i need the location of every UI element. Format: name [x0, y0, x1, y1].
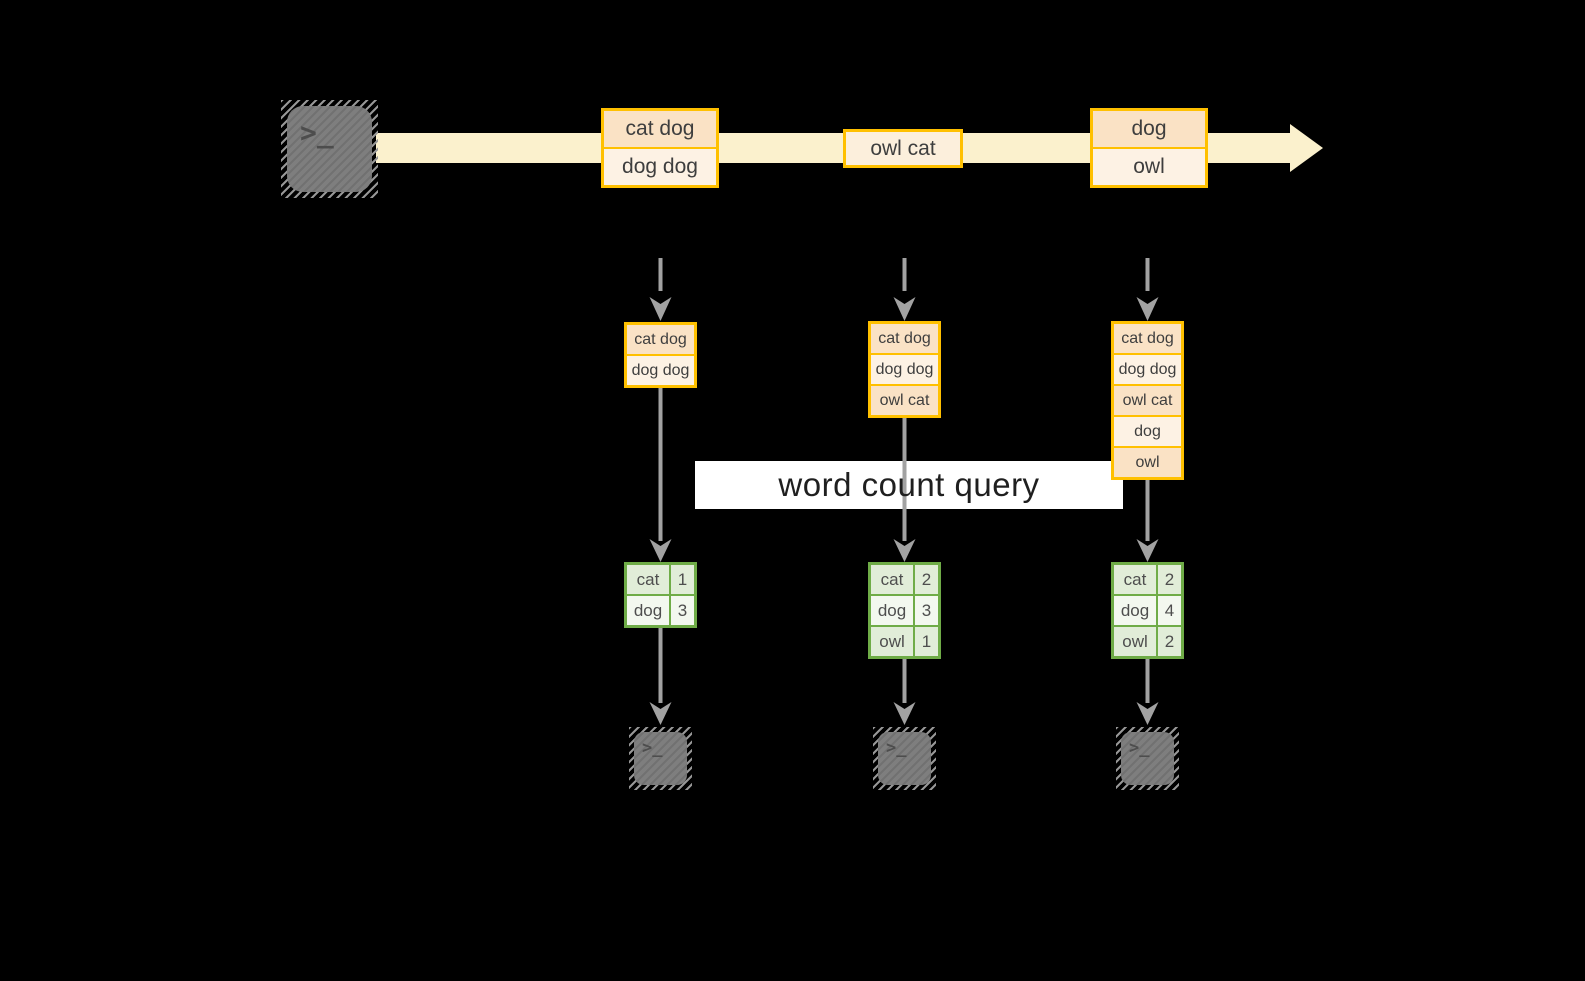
count-word: dog	[1114, 596, 1158, 625]
trigger-arrow-3	[1136, 258, 1159, 321]
state-box-1: cat dog dog dog	[624, 322, 697, 388]
count-word: dog	[871, 596, 915, 625]
stream-batch-3: dog owl	[1090, 108, 1208, 188]
state-record: dog dog	[627, 354, 694, 385]
count-value: 4	[1158, 596, 1181, 625]
trigger-arrow-1	[649, 258, 672, 321]
count-row: owl 2	[1114, 625, 1181, 656]
query-band	[695, 461, 1123, 509]
terminal-screen: >_	[878, 732, 931, 785]
state-record: cat dog	[627, 325, 694, 354]
terminal-sink-icon-3: >_	[1116, 727, 1179, 790]
terminal-screen: >_	[634, 732, 687, 785]
count-word: owl	[1114, 627, 1158, 656]
count-value: 2	[915, 565, 938, 594]
batch-record: dog	[1093, 111, 1205, 147]
count-table-1: cat 1 dog 3	[624, 562, 697, 628]
count-row: cat 2	[871, 565, 938, 594]
count-value: 2	[1158, 627, 1181, 656]
count-row: dog 4	[1114, 594, 1181, 625]
stream-batch-2: owl cat	[843, 129, 963, 168]
count-word: dog	[627, 596, 671, 625]
state-record: dog dog	[1114, 353, 1181, 384]
state-record: dog	[1114, 415, 1181, 446]
result-to-sink-arrow-1	[649, 627, 672, 725]
terminal-screen: >_	[287, 106, 372, 192]
result-to-sink-arrow-2	[893, 657, 916, 725]
count-value: 2	[1158, 565, 1181, 594]
count-row: cat 1	[627, 565, 694, 594]
batch-record: owl	[1093, 147, 1205, 185]
state-to-result-arrow-1	[649, 387, 672, 562]
count-table-2: cat 2 dog 3 owl 1	[868, 562, 941, 659]
terminal-prompt-glyph: >_	[1129, 738, 1150, 758]
stream-batch-1: cat dog dog dog	[601, 108, 719, 188]
state-record: dog dog	[871, 353, 938, 384]
count-row: dog 3	[627, 594, 694, 625]
trigger-arrow-2	[893, 258, 916, 321]
count-word: cat	[1114, 565, 1158, 594]
state-record: cat dog	[871, 324, 938, 353]
query-label: word count query	[778, 466, 1040, 503]
input-stream-arrowhead-icon	[1290, 124, 1323, 172]
result-to-sink-arrow-3	[1136, 657, 1159, 725]
state-to-result-arrow-3	[1136, 479, 1159, 562]
terminal-sink-icon-2: >_	[873, 727, 936, 790]
state-record: owl cat	[871, 384, 938, 415]
batch-record: owl cat	[846, 132, 960, 165]
state-record: owl	[1114, 446, 1181, 477]
state-box-3: cat dog dog dog owl cat dog owl	[1111, 321, 1184, 480]
count-word: owl	[871, 627, 915, 656]
count-row: owl 1	[871, 625, 938, 656]
count-value: 1	[915, 627, 938, 656]
terminal-prompt-glyph: >_	[300, 116, 334, 149]
terminal-screen: >_	[1121, 732, 1174, 785]
state-record: cat dog	[1114, 324, 1181, 353]
count-value: 3	[671, 596, 694, 625]
terminal-prompt-glyph: >_	[886, 738, 907, 758]
count-word: cat	[871, 565, 915, 594]
batch-record: dog dog	[604, 147, 716, 185]
terminal-prompt-glyph: >_	[642, 738, 663, 758]
terminal-sink-icon-1: >_	[629, 727, 692, 790]
count-row: dog 3	[871, 594, 938, 625]
count-value: 1	[671, 565, 694, 594]
count-word: cat	[627, 565, 671, 594]
state-record: owl cat	[1114, 384, 1181, 415]
count-table-3: cat 2 dog 4 owl 2	[1111, 562, 1184, 659]
state-box-2: cat dog dog dog owl cat	[868, 321, 941, 418]
batch-record: cat dog	[604, 111, 716, 147]
count-value: 3	[915, 596, 938, 625]
terminal-source-icon: >_	[281, 100, 378, 198]
count-row: cat 2	[1114, 565, 1181, 594]
